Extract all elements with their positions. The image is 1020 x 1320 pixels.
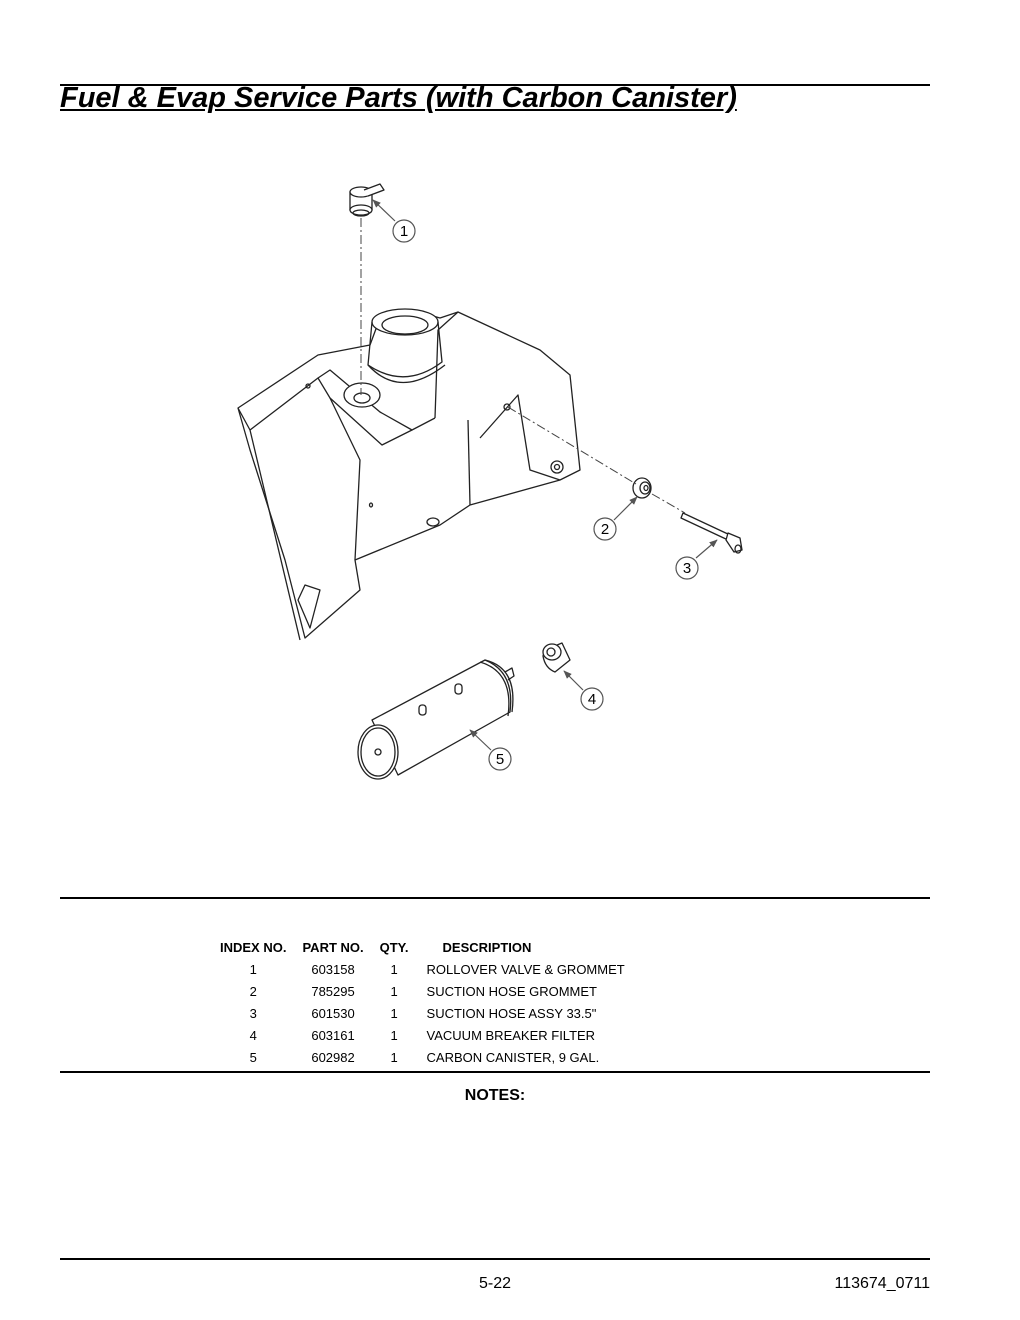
vacuum-breaker-filter-drawing: [542, 642, 571, 673]
page-number: 5-22: [478, 1275, 512, 1292]
table-top-rule: [60, 897, 930, 899]
callout-5-circle: [488, 747, 512, 771]
cell-qty: 1: [390, 1005, 398, 1021]
header-description: DESCRIPTION: [442, 939, 532, 955]
top-rule: [60, 84, 930, 86]
cell-part-no: 603161: [311, 1027, 355, 1043]
cell-qty: 1: [390, 1027, 398, 1043]
cell-part-no: 603158: [311, 961, 355, 977]
table-row: 1 603158 1 ROLLOVER VALVE & GROMMET: [212, 958, 633, 980]
table-row: 5 602982 1 CARBON CANISTER, 9 GAL.: [212, 1046, 633, 1068]
cell-qty: 1: [390, 1049, 398, 1065]
page-title: Fuel & Evap Service Parts (with Carbon C…: [60, 82, 737, 114]
callout-1-label: 1: [400, 223, 408, 240]
table-row: 2 785295 1 SUCTION HOSE GROMMET: [212, 980, 633, 1002]
cell-part-no: 785295: [311, 983, 355, 999]
cell-part-no: 601530: [311, 1005, 355, 1021]
table-row: 3 601530 1 SUCTION HOSE ASSY 33.5": [212, 1002, 633, 1024]
header-index-no: INDEX NO.: [220, 939, 287, 955]
footer-rule: [60, 1258, 930, 1260]
callout-4-circle: [580, 687, 604, 711]
hose-alignment-line: [651, 493, 686, 514]
callout-4-label: 4: [588, 691, 596, 708]
cell-index: 4: [249, 1027, 257, 1043]
cell-qty: 1: [390, 961, 398, 977]
cell-description: SUCTION HOSE ASSY 33.5": [426, 1005, 597, 1021]
callout-1-leader: [372, 199, 396, 222]
callout-2-label: 2: [601, 521, 609, 538]
callout-5-leader: [469, 729, 492, 751]
callout-2-leader: [613, 496, 638, 521]
header-qty: QTY.: [379, 939, 409, 955]
suction-hose-drawing: [680, 512, 743, 554]
cell-index: 2: [249, 983, 257, 999]
cell-index: 3: [249, 1005, 257, 1021]
rollover-valve-drawing: [349, 183, 385, 217]
header-part-no: PART NO.: [302, 939, 364, 955]
callout-3-circle: [675, 556, 699, 580]
table-header-row: INDEX NO. PART NO. QTY. DESCRIPTION: [212, 936, 633, 958]
fuel-tank-drawing: [237, 308, 581, 641]
cell-part-no: 602982: [311, 1049, 355, 1065]
notes-label: NOTES:: [464, 1087, 526, 1104]
callout-3-label: 3: [683, 560, 691, 577]
callout-4-leader: [563, 670, 584, 691]
suction-hose-grommet-drawing: [632, 477, 652, 499]
cell-index: 1: [249, 961, 257, 977]
cell-description: VACUUM BREAKER FILTER: [426, 1027, 596, 1043]
cell-description: ROLLOVER VALVE & GROMMET: [426, 961, 625, 977]
table-bottom-rule: [60, 1071, 930, 1073]
callout-1-circle: [392, 219, 416, 243]
callout-3-leader: [695, 539, 718, 559]
cell-description: SUCTION HOSE GROMMET: [426, 983, 597, 999]
callout-2-circle: [593, 517, 617, 541]
carbon-canister-drawing: [357, 659, 515, 780]
exploded-parts-diagram: 1 2 3 4 5: [237, 183, 743, 780]
cell-description: CARBON CANISTER, 9 GAL.: [426, 1049, 600, 1065]
callout-5-label: 5: [496, 751, 504, 768]
grommet-alignment-line: [507, 406, 637, 485]
cell-qty: 1: [390, 983, 398, 999]
cell-index: 5: [249, 1049, 257, 1065]
parts-table: INDEX NO. PART NO. QTY. DESCRIPTION 1 60…: [212, 936, 633, 1068]
table-row: 4 603161 1 VACUUM BREAKER FILTER: [212, 1024, 633, 1046]
document-id: 113674_0711: [834, 1275, 930, 1292]
